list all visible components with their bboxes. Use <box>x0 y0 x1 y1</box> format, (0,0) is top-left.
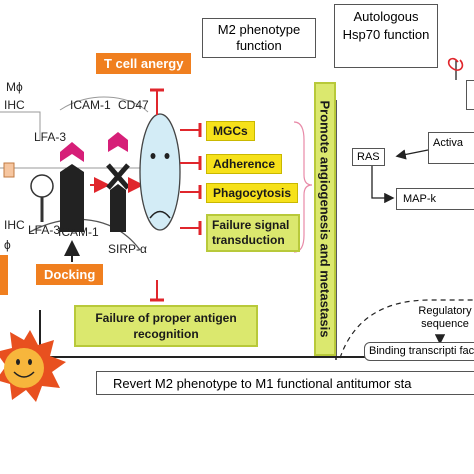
map-k-box: MAP-k <box>396 188 474 210</box>
inhibit-phagocytosis <box>180 185 202 199</box>
loop-icon <box>447 57 464 71</box>
sun-face-icon <box>0 330 66 402</box>
autologous-box: Autologous Hsp70 function <box>334 4 438 68</box>
label-m-phi-top: Mϕ <box>6 80 23 94</box>
label-lfa3-bottom: LFA-3 <box>28 223 61 237</box>
label-mhc-bottom: IHC <box>4 218 25 232</box>
label-sirp-alpha: SIRP-α <box>108 242 147 256</box>
membrane-top-line <box>0 111 41 140</box>
arrow-to-ras <box>395 149 429 160</box>
membrane-curve <box>29 218 141 251</box>
smiley-face-icon <box>139 113 181 231</box>
top-right-box <box>466 80 474 110</box>
ras-box: RAS <box>352 148 385 166</box>
activa-box: Activa <box>428 132 474 164</box>
x-cross-icon <box>106 163 130 190</box>
dashed-arc <box>339 299 474 359</box>
m2-function-box: M2 phenotype function <box>202 18 316 58</box>
adherence-box: Adherence <box>206 154 283 174</box>
binding-tf-box: Binding transcripti factor <box>364 342 474 361</box>
label-icam1-top: ICAM-1 <box>70 98 111 112</box>
promote-angio-box: Promote angiogenesis and metastasis <box>314 82 336 356</box>
inhibit-mgcs <box>180 123 202 137</box>
lfa3-circle-icon <box>30 174 54 198</box>
phagocytosis-box: Phagocytosis <box>206 183 299 203</box>
arrow-ras-to-map <box>371 165 395 204</box>
label-mhc-top: IHC <box>4 98 25 112</box>
left-orange-bar <box>0 255 8 295</box>
label-icam1-bottom: ICAM-1 <box>58 225 99 239</box>
failure-antigen-box: Failure of proper antigen recognition <box>74 305 258 347</box>
membrane-curve-2 <box>59 96 149 113</box>
label-cd47: CD47 <box>118 98 149 112</box>
promote-angio-label: Promote angiogenesis and metastasis <box>317 100 333 338</box>
icam1-receptor-icon <box>60 142 84 232</box>
regulatory-sequence-label: Regulatory sequence <box>400 305 474 331</box>
curly-brace <box>293 121 313 253</box>
inhibit-adherence <box>180 156 202 170</box>
revert-banner: Revert M2 phenotype to M1 functional ant… <box>96 371 474 395</box>
cd47-receptor-icon <box>108 132 128 232</box>
failure-signal-box: Failure signal transduction <box>206 214 300 252</box>
mgcs-box: MGCs <box>206 121 255 141</box>
inhibit-failure-signal <box>180 221 202 235</box>
label-m-phi-bottom: ϕ <box>4 238 11 252</box>
docking-box: Docking <box>36 264 104 285</box>
mhc-square-icon <box>3 162 15 178</box>
label-lfa3-top: LFA-3 <box>34 130 67 144</box>
t-cell-anergy-box: T cell anergy <box>96 53 192 74</box>
